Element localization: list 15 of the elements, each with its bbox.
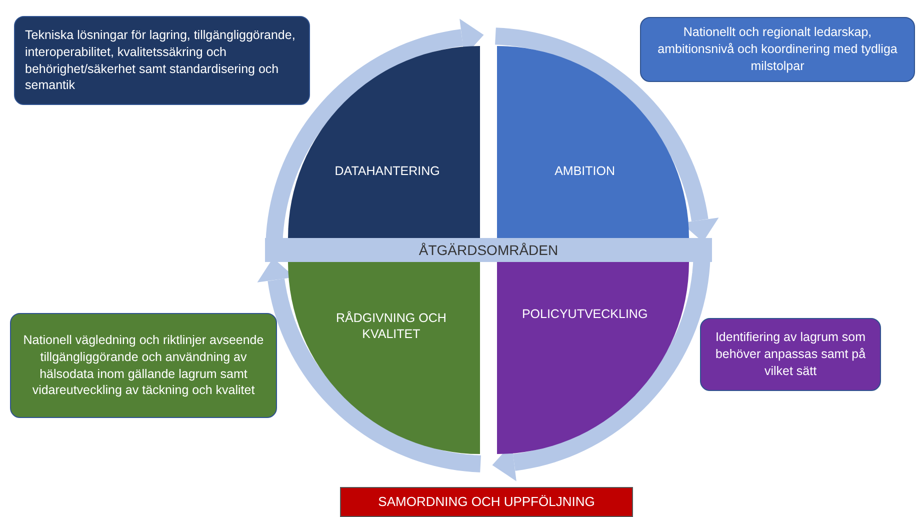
quadrant-title: DATAHANTERING bbox=[334, 162, 441, 180]
description-card bbox=[700, 318, 881, 391]
quadrant-title: RÅDGIVNING OCH KVALITET bbox=[334, 310, 448, 344]
description-text: Tekniska lösningar för lagring, tillgängliggörande, interoperabilitet, kvalitetssäkring och behörighet/säkerhet samt standardisering och semantik bbox=[25, 26, 296, 94]
bar-text: SAMORDNING OCH UPPFÖLJNING bbox=[378, 493, 595, 511]
description-text: Identifiering av lagrum som behöver anpassas samt på vilket sätt bbox=[714, 329, 867, 380]
description-text: Nationellt och regionalt ledarskap, ambitionsnivå och koordinering med tydliga milstolpar bbox=[656, 24, 898, 75]
title-bar bbox=[340, 487, 633, 517]
description-card bbox=[14, 16, 310, 105]
quadrant-title: POLICYUTVECKLING bbox=[520, 306, 649, 323]
band-text: ÅTGÄRDSOMRÅDEN bbox=[418, 240, 558, 260]
description-text: Nationell vägledning och riktlinjer avseende tillgängliggörande och användning av hälsodata inom gällande lagrum samt vidareutveckling av täckning och kvalitet bbox=[22, 332, 265, 400]
quadrant-title: AMBITION bbox=[554, 162, 616, 180]
description-card bbox=[640, 17, 915, 82]
description-card bbox=[10, 313, 277, 418]
